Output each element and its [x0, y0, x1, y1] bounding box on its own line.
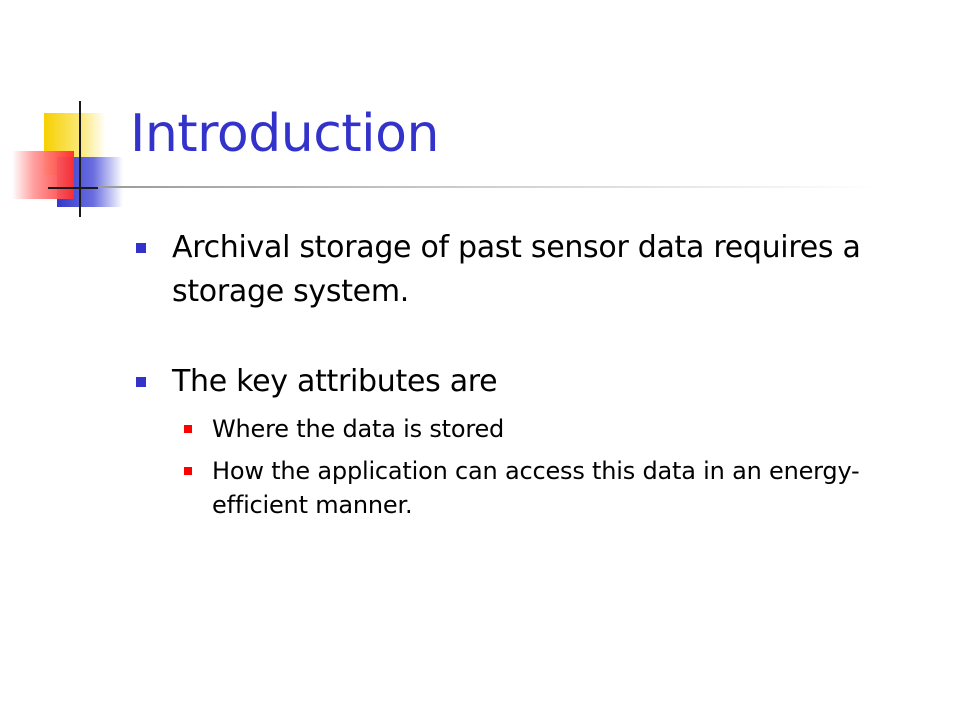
sub-bullet-square-icon	[184, 467, 192, 475]
sub-bullet-item: Where the data is stored	[184, 412, 936, 446]
sub-bullet-text: Where the data is stored	[212, 415, 505, 443]
decorative-logo-icon	[0, 95, 140, 225]
sub-bullet-square-icon	[184, 425, 192, 433]
sub-bullet-text: How the application can access this data…	[212, 457, 860, 519]
spacer	[136, 446, 936, 454]
bullet-square-icon	[136, 243, 146, 253]
logo-vertical-line	[79, 101, 81, 217]
bullet-text: Archival storage of past sensor data req…	[172, 230, 861, 309]
bullet-item: The key attributes are	[136, 360, 936, 404]
logo-horizontal-line	[48, 187, 98, 189]
slide-content: Archival storage of past sensor data req…	[136, 226, 936, 522]
sub-bullet-item: How the application can access this data…	[184, 454, 936, 522]
bullet-item: Archival storage of past sensor data req…	[136, 226, 936, 314]
title-underline	[98, 186, 878, 188]
bullet-square-icon	[136, 377, 146, 387]
logo-red-square	[12, 151, 74, 199]
slide-title: Introduction	[130, 104, 439, 164]
spacer	[136, 314, 936, 360]
spacer	[136, 404, 936, 412]
bullet-text: The key attributes are	[172, 364, 498, 399]
